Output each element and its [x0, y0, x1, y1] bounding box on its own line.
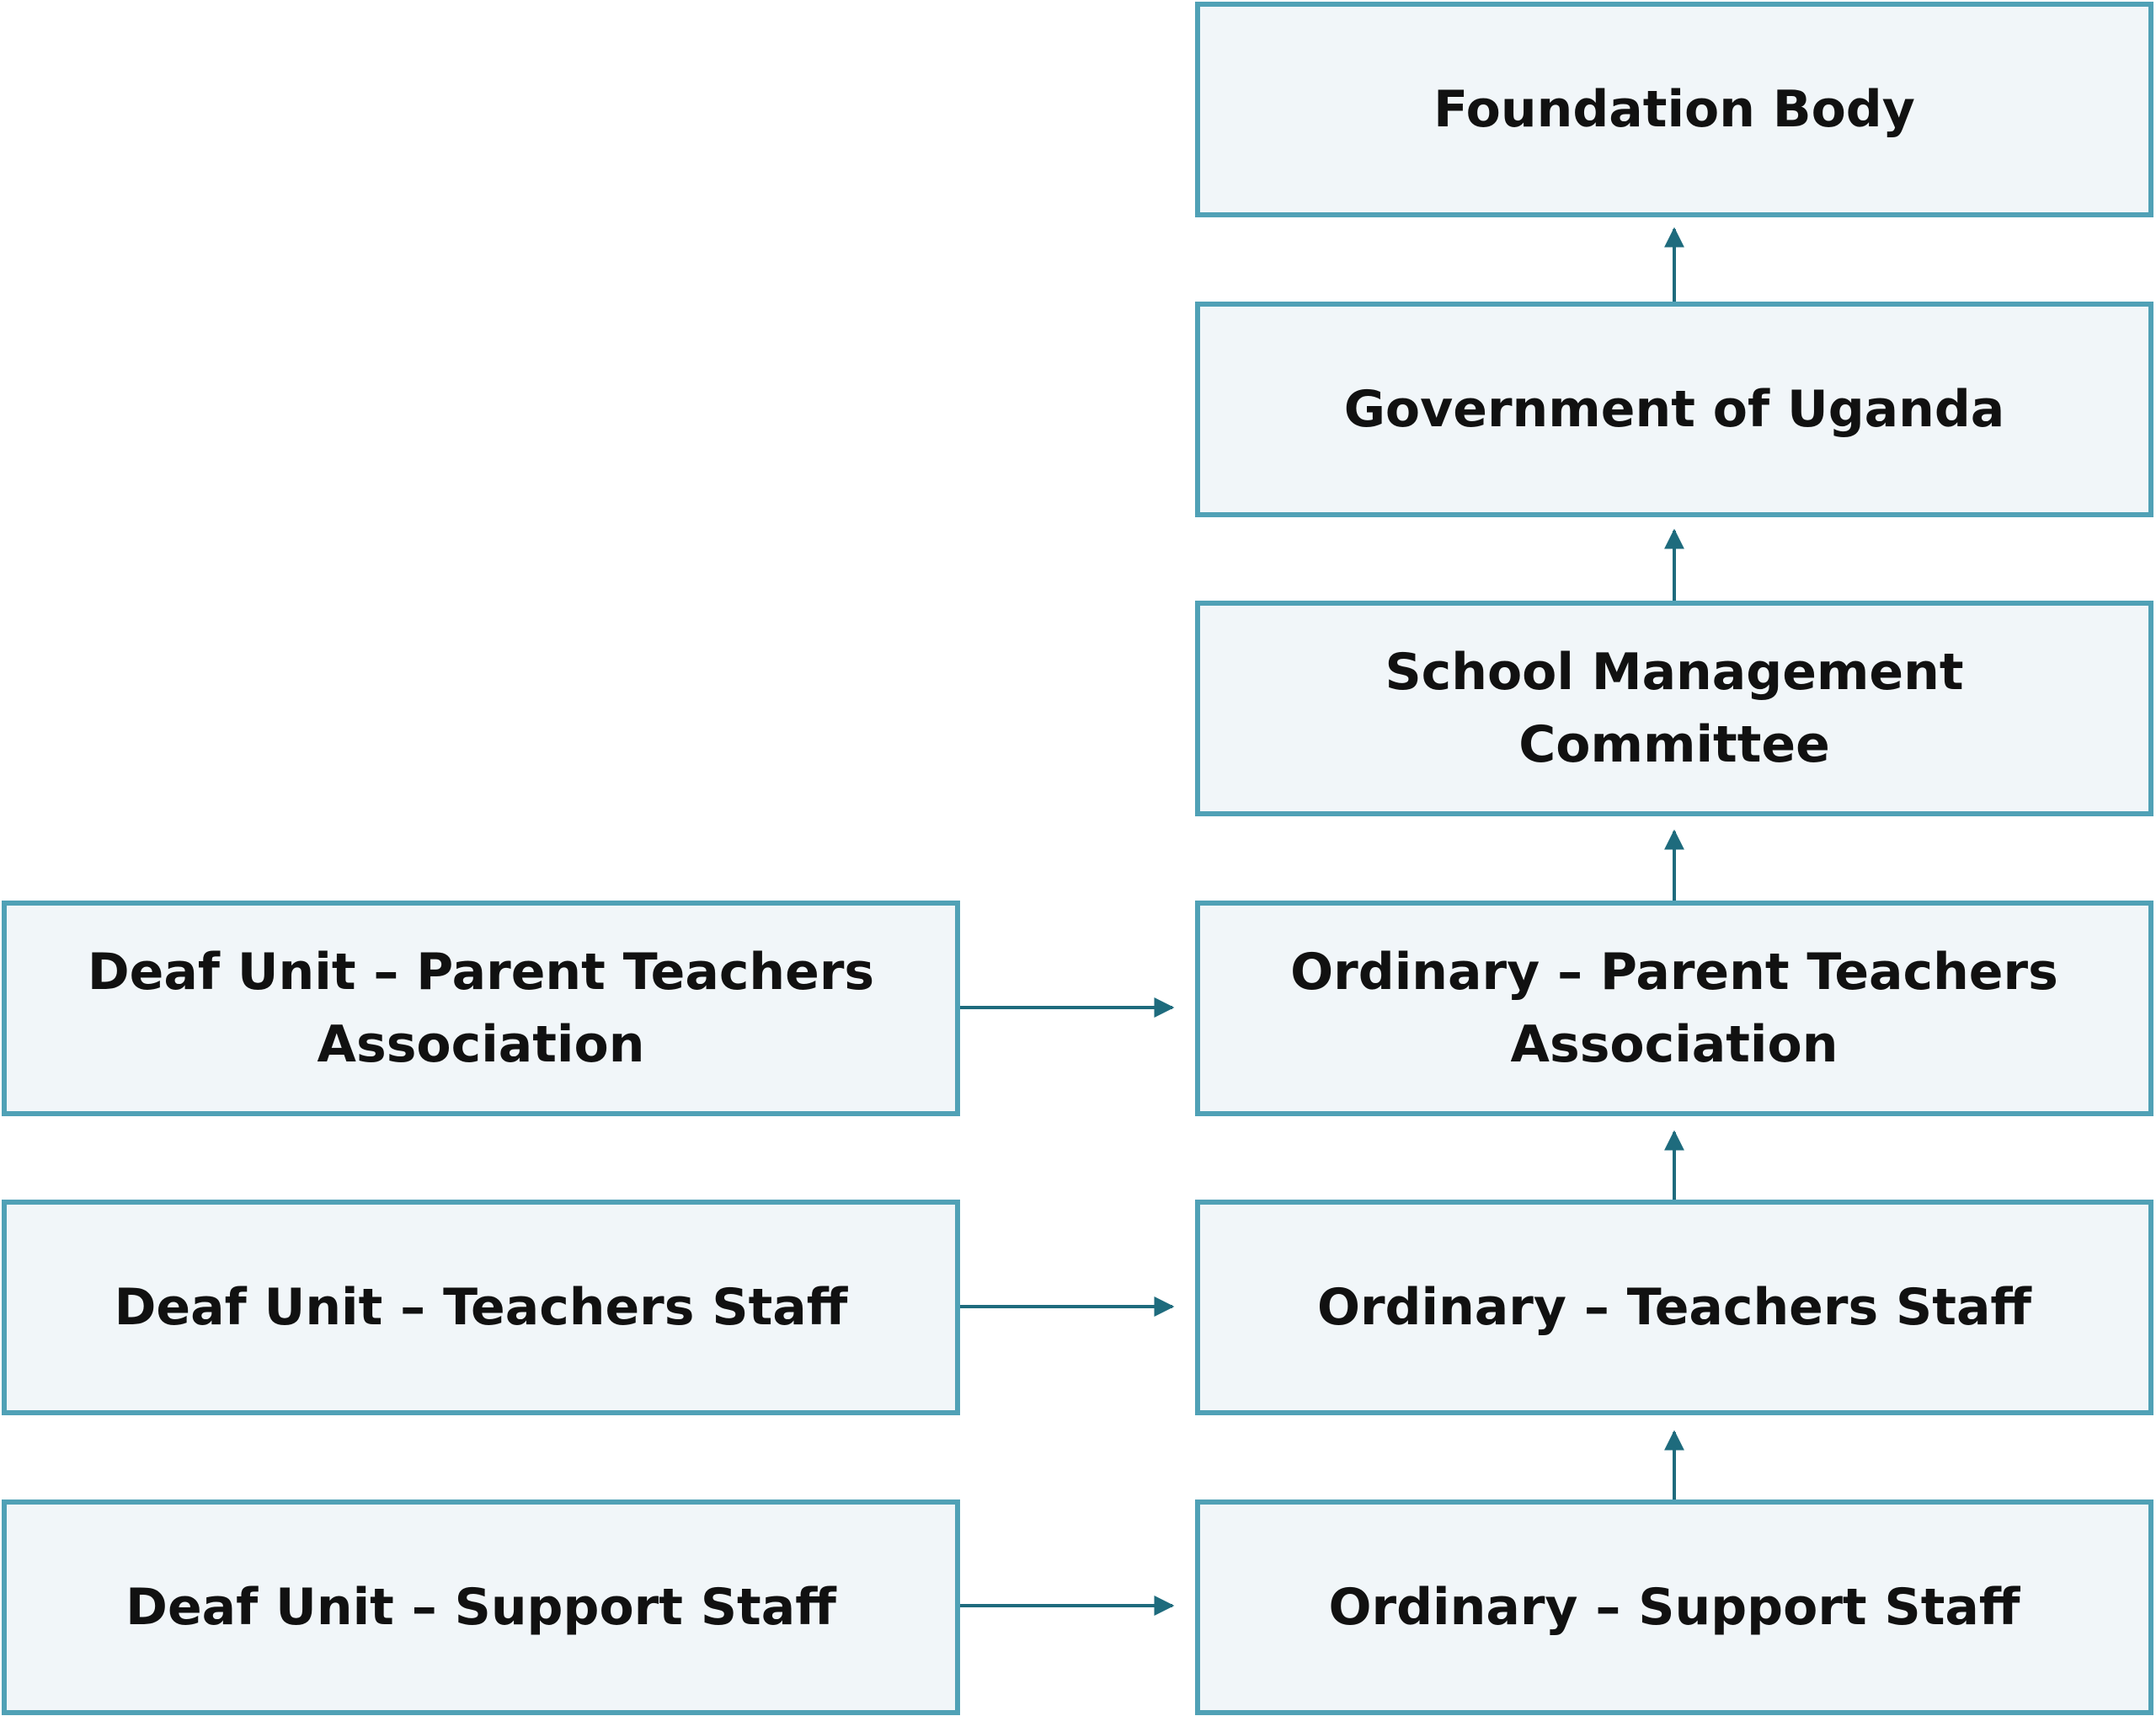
- box-foundation-body: Foundation Body: [1195, 2, 2153, 217]
- box-label: Deaf Unit – Support Staff: [125, 1578, 836, 1637]
- box-label: Foundation Body: [1433, 80, 1915, 139]
- box-label: Ordinary – Support Staff: [1328, 1578, 2020, 1637]
- box-label: Ordinary – Parent Teachers Association: [1290, 943, 2058, 1074]
- box-deaf-unit-support-staff: Deaf Unit – Support Staff: [2, 1499, 960, 1715]
- box-school-management-committee: School Management Committee: [1195, 601, 2153, 816]
- box-ordinary-teachers-staff: Ordinary – Teachers Staff: [1195, 1200, 2153, 1415]
- box-label: Government of Uganda: [1343, 380, 2005, 439]
- box-government-of-uganda: Government of Uganda: [1195, 302, 2153, 517]
- box-label: School Management Committee: [1385, 643, 1964, 774]
- box-ordinary-support-staff: Ordinary – Support Staff: [1195, 1499, 2153, 1715]
- box-label: Deaf Unit – Teachers Staff: [114, 1278, 848, 1337]
- box-deaf-unit-teachers-staff: Deaf Unit – Teachers Staff: [2, 1200, 960, 1415]
- box-label: Deaf Unit – Parent Teachers Association: [87, 943, 875, 1074]
- box-ordinary-pta: Ordinary – Parent Teachers Association: [1195, 901, 2153, 1116]
- box-deaf-unit-pta: Deaf Unit – Parent Teachers Association: [2, 901, 960, 1116]
- box-label: Ordinary – Teachers Staff: [1316, 1278, 2032, 1337]
